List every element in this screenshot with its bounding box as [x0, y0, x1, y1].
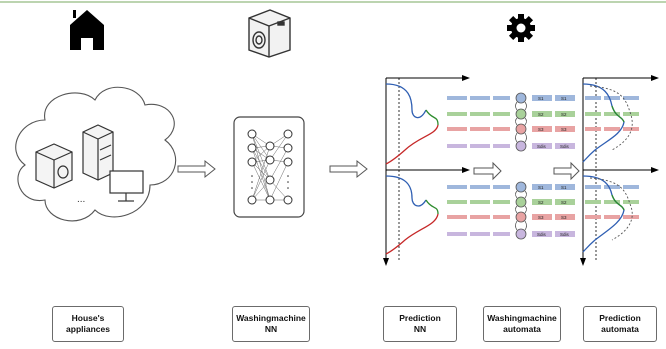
- arrow-4: [553, 161, 580, 181]
- cell-s3-a: S3: [538, 127, 544, 132]
- caption-houses-appliances-text: House's appliances: [66, 313, 110, 334]
- arrow-3: [473, 161, 502, 181]
- appliance-ellipsis: ...: [77, 194, 85, 205]
- cell-s1-c: S1: [538, 185, 544, 190]
- caption-washingmachine-nn-text: Washingmachine NN: [236, 313, 306, 334]
- arrow-1: [177, 159, 216, 179]
- cell-s2-b: S2: [561, 112, 567, 117]
- cell-s3-d: S3: [561, 215, 567, 220]
- caption-washingmachine-nn: Washingmachine NN: [232, 306, 310, 342]
- cell-s2-c: S2: [538, 200, 544, 205]
- prediction-panel: S1 S1 S2 S2 S3 S3 Sdis Sdis S1 S1 S2 S2 …: [383, 75, 659, 266]
- caption-prediction-nn: Prediction NN: [383, 306, 457, 342]
- cell-sdis-a: Sdis: [537, 144, 547, 149]
- cell-s3-b: S3: [561, 127, 567, 132]
- caption-prediction-automata: Prediction automata: [583, 306, 657, 342]
- caption-washingmachine-automata: Washingmachine automata: [483, 306, 561, 342]
- caption-washingmachine-automata-text: Washingmachine automata: [487, 313, 557, 334]
- neural-network-box: [233, 116, 305, 218]
- gear-icon: [507, 14, 535, 42]
- washing-machine-icon: [248, 9, 291, 58]
- appliance-washing-machine: [35, 143, 73, 189]
- cell-s3-c: S3: [538, 215, 544, 220]
- cell-s1-a: S1: [538, 96, 544, 101]
- appliance-dryer: [82, 124, 114, 181]
- arrow-2: [329, 159, 368, 179]
- caption-prediction-automata-text: Prediction automata: [599, 313, 641, 334]
- caption-prediction-nn-text: Prediction NN: [399, 313, 441, 334]
- house-icon: [70, 10, 104, 50]
- cell-s1-d: S1: [561, 185, 567, 190]
- cell-sdis-d: Sdis: [560, 232, 570, 237]
- cell-sdis-b: Sdis: [560, 144, 570, 149]
- cell-sdis-c: Sdis: [537, 232, 547, 237]
- appliance-monitor: [109, 170, 144, 202]
- cell-s1-b: S1: [561, 96, 567, 101]
- caption-houses-appliances: House's appliances: [52, 306, 124, 342]
- cell-s2-a: S2: [538, 112, 544, 117]
- cell-s2-d: S2: [561, 200, 567, 205]
